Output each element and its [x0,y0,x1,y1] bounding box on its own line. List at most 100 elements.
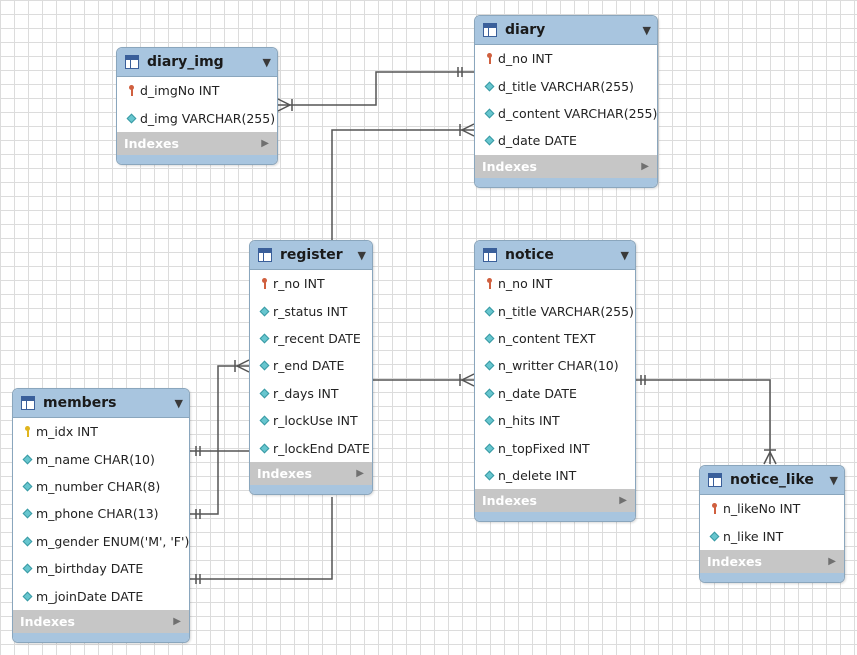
indexes-bar[interactable]: Indexes ▶ [475,154,657,178]
column-row[interactable]: d_title VARCHAR(255) [475,72,657,99]
table-diary[interactable]: diary ▼ d_no INT d_title VARCHAR(255) d_… [474,15,658,188]
table-header[interactable]: members ▼ [13,389,189,418]
column-row[interactable]: d_no INT [475,45,657,72]
rel-mark-one-diary [457,67,463,77]
column-label: d_content VARCHAR(255) [498,105,658,121]
indexes-label: Indexes [20,613,75,629]
column-row[interactable]: r_status INT [250,297,372,324]
table-icon [483,23,497,37]
attribute-diamond-icon [484,470,494,481]
column-label: r_end DATE [273,358,345,374]
indexes-label: Indexes [482,158,537,174]
table-footer [117,154,277,164]
attribute-diamond-icon [484,388,494,399]
expand-arrow-icon[interactable]: ▶ [641,160,649,172]
table-footer [13,632,189,642]
column-label: d_imgNo INT [140,83,220,99]
collapse-arrow-icon[interactable]: ▼ [262,55,271,69]
attribute-diamond-icon [259,360,269,371]
primary-key-icon [486,278,492,290]
column-label: m_joinDate DATE [36,588,144,604]
attribute-diamond-icon [22,536,32,547]
table-members[interactable]: members ▼ m_idx INT m_name CHAR(10) m_nu… [12,388,190,643]
column-row[interactable]: n_likeNo INT [700,495,844,522]
table-notice-like[interactable]: notice_like ▼ n_likeNo INT n_like INT In… [699,465,845,583]
column-row[interactable]: n_title VARCHAR(255) [475,297,635,324]
column-label: n_topFixed INT [498,440,590,456]
column-label: r_lockUse INT [273,413,358,429]
table-header[interactable]: diary ▼ [475,16,657,45]
column-row[interactable]: r_lockUse INT [250,407,372,434]
column-row[interactable]: n_like INT [700,522,844,549]
column-row[interactable]: n_writter CHAR(10) [475,352,635,379]
column-label: n_no INT [498,276,553,292]
column-row[interactable]: n_topFixed INT [475,434,635,461]
column-row[interactable]: m_number CHAR(8) [13,473,189,500]
column-row[interactable]: n_delete INT [475,462,635,489]
column-row[interactable]: r_lockEnd DATE [250,434,372,461]
table-name: members [43,395,117,411]
column-row[interactable]: d_imgNo INT [117,77,277,104]
column-label: d_date DATE [498,133,577,149]
column-row[interactable]: m_joinDate DATE [13,582,189,609]
collapse-arrow-icon[interactable]: ▼ [620,248,629,262]
column-row[interactable]: d_content VARCHAR(255) [475,100,657,127]
indexes-bar[interactable]: Indexes▶ [475,489,635,513]
rel-notice-notice-like [635,379,771,464]
column-row[interactable]: m_idx INT [13,418,189,445]
column-row[interactable]: r_recent DATE [250,325,372,352]
collapse-arrow-icon[interactable]: ▼ [829,473,838,487]
indexes-bar[interactable]: Indexes▶ [700,549,844,573]
table-notice[interactable]: notice ▼ n_no INT n_title VARCHAR(255) n… [474,240,636,523]
attribute-diamond-icon [259,388,269,399]
expand-arrow-icon[interactable]: ▶ [356,467,364,479]
table-header[interactable]: notice_like ▼ [700,466,844,495]
table-icon [21,396,35,410]
column-row[interactable]: r_end DATE [250,352,372,379]
column-row[interactable]: m_name CHAR(10) [13,445,189,472]
key-icon [24,426,30,438]
attribute-diamond-icon [22,508,32,519]
table-header[interactable]: register ▼ [250,241,372,270]
column-row[interactable]: n_no INT [475,270,635,297]
column-row[interactable]: r_no INT [250,270,372,297]
column-row[interactable]: r_days INT [250,380,372,407]
rel-mark-many-notice-like [763,449,777,465]
collapse-arrow-icon[interactable]: ▼ [174,396,183,410]
table-icon [258,248,272,262]
table-header[interactable]: diary_img ▼ [117,48,277,77]
column-label: d_no INT [498,51,553,67]
indexes-bar[interactable]: Indexes▶ [250,461,372,485]
attribute-diamond-icon [484,135,494,146]
attribute-diamond-icon [484,415,494,426]
collapse-arrow-icon[interactable]: ▼ [357,248,366,262]
expand-arrow-icon[interactable]: ▶ [828,555,836,567]
column-label: n_like INT [723,528,784,544]
column-row[interactable]: m_phone CHAR(13) [13,500,189,527]
attribute-diamond-icon [22,481,32,492]
table-register[interactable]: register ▼ r_no INT r_status INT r_recen… [249,240,373,495]
collapse-arrow-icon[interactable]: ▼ [642,23,651,37]
table-name: diary [505,22,546,38]
column-row[interactable]: m_birthday DATE [13,555,189,582]
expand-arrow-icon[interactable]: ▶ [173,615,181,627]
rel-mark-many-register [234,359,250,373]
attribute-diamond-icon [22,563,32,574]
column-row[interactable]: d_img VARCHAR(255) [117,104,277,131]
table-header[interactable]: notice ▼ [475,241,635,270]
column-row[interactable]: d_date DATE [475,127,657,154]
table-name: diary_img [147,54,224,70]
table-name: register [280,247,343,263]
column-row[interactable]: n_hits INT [475,407,635,434]
expand-arrow-icon[interactable]: ▶ [619,495,627,507]
column-row[interactable]: n_date DATE [475,380,635,407]
indexes-bar[interactable]: Indexes ▶ [13,609,189,633]
column-label: r_status INT [273,303,348,319]
column-row[interactable]: m_gender ENUM('M', 'F') [13,528,189,555]
attribute-diamond-icon [259,306,269,317]
column-row[interactable]: n_content TEXT [475,325,635,352]
table-diary-img[interactable]: diary_img ▼ d_imgNo INT d_img VARCHAR(25… [116,47,278,165]
expand-arrow-icon[interactable]: ▶ [261,137,269,149]
indexes-bar[interactable]: Indexes▶ [117,131,277,155]
column-label: r_no INT [273,276,325,292]
